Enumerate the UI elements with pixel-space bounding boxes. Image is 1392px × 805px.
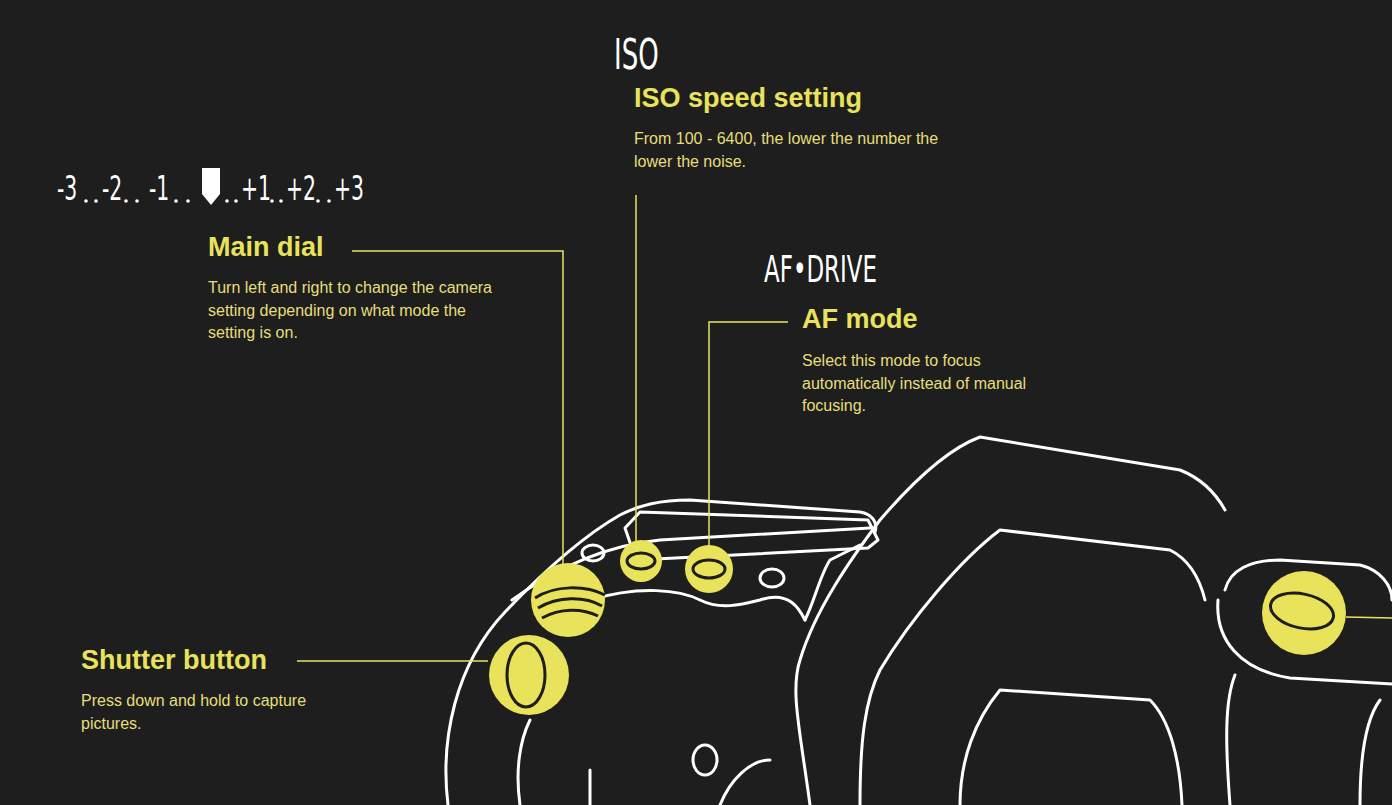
section-symbol: AF•DRIVE xyxy=(764,250,877,291)
dial-ridges xyxy=(535,588,605,618)
callout-description: Press down and hold to capture pictures. xyxy=(81,690,353,735)
grip-edge xyxy=(589,770,592,805)
callout-title: Shutter button xyxy=(81,646,267,676)
iso-button-highlight xyxy=(620,540,662,582)
scale-dot xyxy=(186,199,190,203)
grip-edge xyxy=(518,720,530,805)
scale-dot xyxy=(234,199,238,203)
rear-dial xyxy=(1267,588,1337,635)
iso-button xyxy=(627,553,655,569)
scale-dot xyxy=(174,199,178,203)
af-button xyxy=(693,560,725,578)
part-details xyxy=(507,553,1337,707)
mount-edge xyxy=(720,760,770,805)
scale-dot xyxy=(225,199,229,203)
body-ridge xyxy=(805,545,860,620)
scale-number: -1 xyxy=(149,170,169,207)
af-button-highlight xyxy=(685,545,733,593)
prism-front xyxy=(860,530,1205,805)
callout-title: AF mode xyxy=(802,305,918,335)
scale-dot xyxy=(94,199,98,203)
scale-dot xyxy=(279,199,283,203)
scale-number: +2 xyxy=(286,170,316,207)
leader-lines xyxy=(297,195,1392,661)
camera-outline xyxy=(446,437,1392,805)
leader-line xyxy=(635,195,637,545)
scale-marker xyxy=(202,168,220,205)
leader-line xyxy=(1346,617,1392,618)
small-button xyxy=(582,545,604,561)
scale-dot xyxy=(316,199,320,203)
callout-title: ISO speed setting xyxy=(634,84,862,114)
scale-dot xyxy=(124,199,128,203)
rear-body-edge xyxy=(1227,675,1235,805)
small-button xyxy=(760,569,784,587)
scale-number: +1 xyxy=(241,170,271,207)
callout-description: From 100 - 6400, the lower the number th… xyxy=(634,128,964,173)
callout-description: Turn left and right to change the camera… xyxy=(208,277,504,345)
button-well xyxy=(590,591,805,620)
scale-number: -2 xyxy=(102,170,122,207)
eyepiece xyxy=(960,690,1182,805)
scale-number: +3 xyxy=(334,170,364,207)
leader-line xyxy=(709,322,788,548)
section-symbol: ISO xyxy=(614,32,659,78)
body-screw xyxy=(693,745,717,775)
prism-housing xyxy=(796,437,1225,805)
shutter-button xyxy=(507,643,545,707)
lcd-panel xyxy=(625,512,878,560)
scale-dot xyxy=(135,199,139,203)
callout-description: Select this mode to focus automatically … xyxy=(802,350,1062,418)
shutter-highlight xyxy=(489,635,569,715)
leader-line xyxy=(352,251,563,568)
highlight-circles xyxy=(489,540,1346,715)
main-dial-highlight xyxy=(531,563,605,637)
callout-title: Main dial xyxy=(208,233,324,263)
camera-body-edge xyxy=(446,500,876,805)
scale-dot xyxy=(84,199,88,203)
leader-line xyxy=(297,660,488,662)
rear-body-edge xyxy=(1360,700,1380,805)
scale-dot xyxy=(327,199,331,203)
scale-number: -3 xyxy=(57,170,77,207)
rear-dial-highlight xyxy=(1262,571,1346,655)
